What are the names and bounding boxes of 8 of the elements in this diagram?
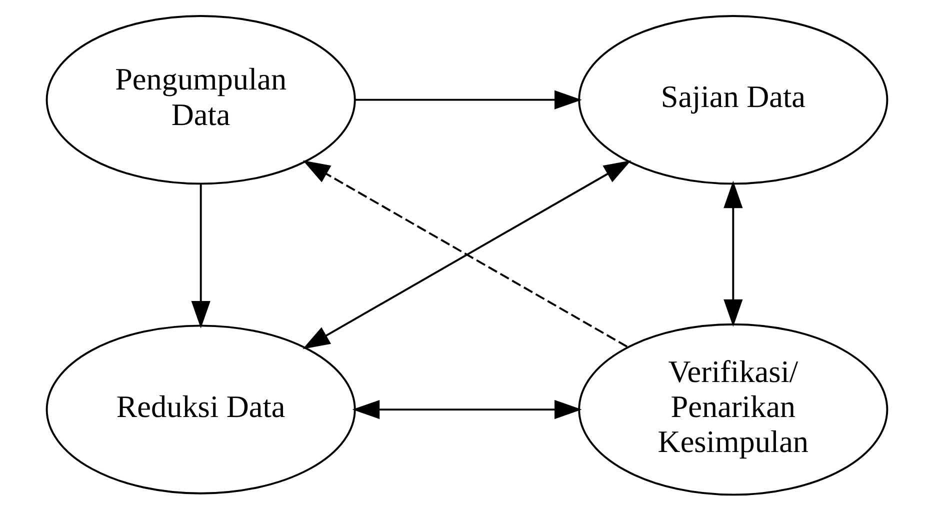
arrow xyxy=(723,180,742,327)
node-ellipse: Sajian Data xyxy=(578,15,888,185)
node-ellipse: Pengumpulan Data xyxy=(45,15,356,185)
arrow xyxy=(190,184,210,328)
node-ellipse: Reduksi Data xyxy=(45,324,356,494)
node-ellipse: Verifikasi/ Penarikan Kesimpulan xyxy=(578,323,888,496)
arrow xyxy=(354,90,582,110)
arrow xyxy=(352,400,582,420)
